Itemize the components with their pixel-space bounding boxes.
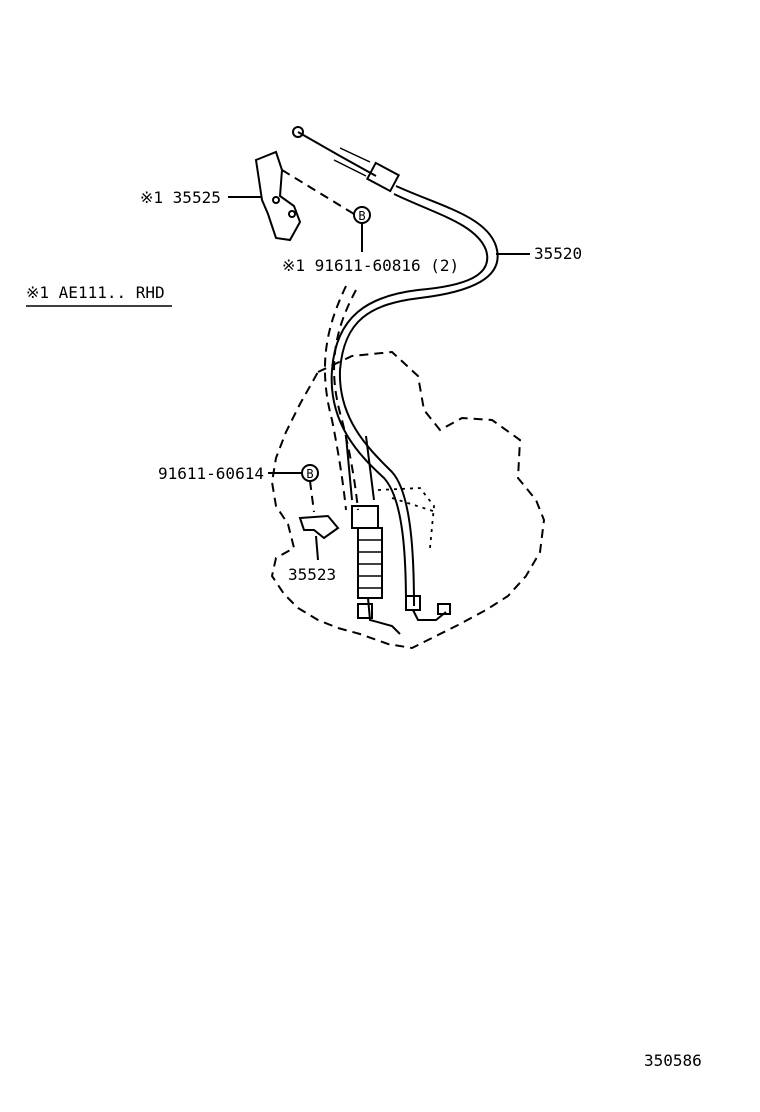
callout-91611-60614: 91611-60614 [158, 464, 264, 483]
illustration-number: 350586 [644, 1051, 702, 1070]
shift-cable [292, 126, 499, 621]
svg-text:B: B [306, 467, 313, 481]
callout-35523: 35523 [288, 565, 336, 584]
callout-91611-60816: ※1 91611-60816 (2) [282, 256, 459, 275]
plate-35523 [298, 514, 340, 561]
transmission-outline [270, 350, 546, 650]
svg-text:B: B [358, 209, 365, 223]
bolt-lower-marker: B [301, 464, 319, 513]
applicability-note: ※1 AE111.. RHD [26, 283, 165, 302]
bracket-35525 [254, 150, 355, 242]
callout-35525: ※1 35525 [140, 188, 221, 207]
bolt-upper-marker: B [353, 206, 371, 252]
cable-boot [323, 285, 437, 635]
callout-35520: 35520 [534, 244, 582, 263]
